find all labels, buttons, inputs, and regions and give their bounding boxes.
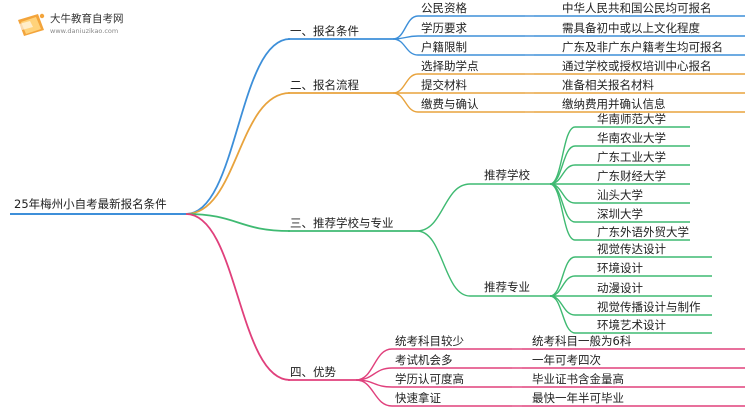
branch-1-label: 一、报名条件 (290, 24, 359, 38)
leaf-value-2-3: 缴纳费用并确认信息 (562, 97, 666, 111)
item-connector-2-1 (549, 256, 576, 297)
group-connector-2 (416, 230, 471, 297)
branch-connector-3 (185, 213, 291, 232)
leaf-value-4-4: 最快一年半可毕业 (532, 391, 624, 405)
brand-logo: 大牛教育自考网 www.daniuzikao.com (18, 12, 124, 36)
brand-url: www.daniuzikao.com (50, 27, 118, 35)
major-item-5: 环境艺术设计 (597, 318, 666, 332)
mindmap-edges (10, 15, 745, 407)
leaf-label-1-1: 公民资格 (421, 1, 467, 15)
group-label-1: 推荐学校 (484, 168, 530, 182)
leaf-label-4-4: 快速拿证 (395, 391, 441, 405)
branch-3-label: 三、推荐学校与专业 (290, 216, 394, 230)
leaf-label-2-1: 选择助学点 (421, 59, 479, 73)
leaf-value-2-2: 准备相关报名材料 (562, 78, 654, 92)
item-connector-2-4 (549, 295, 576, 316)
school-item-7: 广东外语外贸大学 (597, 225, 689, 239)
leaf-connector-1-3 (392, 38, 419, 56)
brand-name: 大牛教育自考网 (50, 12, 124, 25)
leaf-value-2-1: 通过学校或授权培训中心报名 (562, 59, 712, 73)
leaf-label-1-3: 户籍限制 (421, 40, 467, 54)
leaf-label-4-1: 统考科目较少 (395, 334, 464, 348)
leaf-value-4-3: 毕业证书含金量高 (532, 372, 624, 386)
school-item-4: 广东财经大学 (597, 169, 666, 183)
leaf-connector-2-1 (392, 73, 419, 94)
item-connector-1-7 (549, 183, 576, 241)
leaf-value-1-3: 广东及非广东户籍考生均可报名 (562, 40, 723, 54)
leaf-connector-4-1 (355, 348, 393, 381)
major-item-4: 视觉传播设计与制作 (597, 300, 701, 314)
leaf-connector-2-3 (392, 92, 419, 113)
leaf-value-4-2: 一年可考四次 (532, 353, 601, 367)
major-item-2: 环境设计 (597, 261, 643, 275)
root-topic: 25年梅州小自考最新报名条件 (14, 197, 167, 211)
branch-4-label: 四、优势 (290, 365, 336, 379)
leaf-label-4-3: 学历认可度高 (395, 372, 464, 386)
leaf-value-1-2: 需具备初中或以上文化程度 (562, 21, 700, 35)
school-item-1: 华南师范大学 (597, 112, 666, 126)
leaf-label-4-2: 考试机会多 (395, 353, 453, 367)
leaf-value-1-1: 中华人民共和国公民均可报名 (562, 1, 712, 15)
leaf-label-1-2: 学历要求 (421, 21, 467, 35)
major-item-1: 视觉传达设计 (597, 242, 666, 256)
major-item-3: 动漫设计 (597, 281, 643, 295)
group-label-2: 推荐专业 (484, 280, 530, 294)
branch-connector-2 (185, 92, 291, 215)
leaf-connector-4-4 (355, 379, 393, 407)
school-item-3: 广东工业大学 (597, 150, 666, 164)
school-item-5: 汕头大学 (597, 188, 643, 202)
leaf-label-2-2: 提交材料 (421, 78, 467, 92)
item-connector-1-2 (549, 145, 576, 185)
school-item-6: 深圳大学 (597, 207, 643, 221)
branch-2-label: 二、报名流程 (290, 78, 359, 92)
branch-connector-1 (185, 38, 291, 215)
book-logo-icon (18, 13, 45, 36)
school-item-2: 华南农业大学 (597, 131, 666, 145)
leaf-label-2-3: 缴费与确认 (421, 97, 479, 111)
group-connector-1 (416, 183, 471, 232)
leaf-value-4-1: 统考科目一般为6科 (532, 334, 632, 348)
branch-connector-4 (185, 213, 291, 381)
item-connector-2-2 (549, 275, 576, 297)
item-connector-2-5 (549, 295, 576, 334)
